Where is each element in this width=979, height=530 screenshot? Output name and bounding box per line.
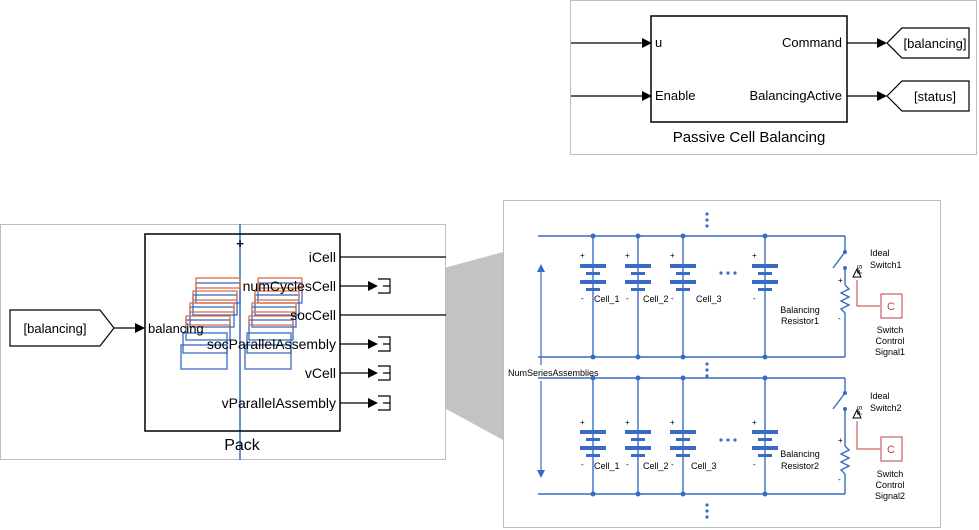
svg-text:PS: PS	[857, 405, 864, 415]
signal1-block[interactable]	[880, 293, 903, 319]
svg-text:+: +	[625, 418, 630, 427]
resistor1-label: Balancing	[780, 305, 820, 315]
block-title: Passive Cell Balancing	[673, 129, 826, 146]
terminator-numcycles[interactable]	[340, 278, 391, 294]
from-balancing-label: [balancing]	[24, 321, 87, 336]
pack-title: Pack	[224, 437, 261, 454]
port-vcell-label: vCell	[305, 365, 336, 381]
pack-block[interactable]	[144, 233, 341, 432]
svg-text:-: -	[671, 294, 674, 303]
svg-text:+: +	[838, 276, 843, 285]
enable-arrow-icon	[642, 91, 652, 101]
svg-text:+: +	[625, 251, 630, 260]
svg-text:-: -	[753, 460, 756, 469]
signal2-glyph: C	[887, 444, 895, 456]
from-balancing-tag[interactable]	[9, 309, 115, 347]
passive-cell-balancing-block[interactable]	[650, 15, 848, 123]
resistor2-label: Resistor2	[781, 461, 819, 471]
dimension-label: NumSeriesAssemblies	[508, 368, 599, 378]
svg-text:+: +	[670, 418, 675, 427]
ps-arrow-icon	[852, 267, 862, 278]
svg-text:+: +	[752, 251, 757, 260]
svg-text:PS: PS	[857, 264, 864, 274]
signal1-label: Signal1	[875, 347, 905, 357]
switch1-label: Switch1	[870, 260, 902, 270]
svg-text:-: -	[626, 460, 629, 469]
signal1-glyph: C	[887, 301, 895, 313]
port-socparallelassembly-label: socParallelAssembly	[207, 336, 336, 352]
svg-text:+: +	[838, 436, 843, 445]
cell-label: Cell_3	[696, 294, 722, 304]
port-icell-label: iCell	[309, 249, 336, 265]
svg-text:-: -	[581, 460, 584, 469]
port-soccell-label: socCell	[290, 307, 336, 323]
ps-arrow-icon	[852, 408, 862, 419]
port-numcyclescell-label: numCyclesCell	[243, 278, 336, 294]
signal2-label: Control	[875, 480, 904, 490]
svg-text:-: -	[838, 314, 841, 323]
signal2-block[interactable]	[880, 436, 903, 462]
svg-text:-: -	[671, 460, 674, 469]
port-u-label: u	[655, 35, 662, 50]
port-balancing-label: balancing	[148, 321, 204, 336]
u-arrow-icon	[642, 38, 652, 48]
svg-text:-: -	[838, 475, 841, 484]
resistor2-label: Balancing	[780, 449, 820, 459]
port-command-label: Command	[782, 35, 842, 50]
goto-status-label: [status]	[914, 89, 956, 104]
cell-label: Cell_2	[643, 461, 669, 471]
cell-symbols-group2	[580, 430, 778, 457]
active-arrow-icon	[877, 91, 887, 101]
svg-text:-: -	[581, 294, 584, 303]
goto-status-tag[interactable]	[886, 80, 970, 112]
goto-balancing-label: [balancing]	[904, 36, 967, 51]
terminator-socparallel[interactable]	[340, 336, 391, 352]
battery-pack-icon	[180, 277, 303, 370]
terminator-vparallel[interactable]	[340, 395, 391, 411]
svg-text:+: +	[752, 418, 757, 427]
port-enable-label: Enable	[655, 88, 695, 103]
signal2-label: Switch	[877, 469, 904, 479]
signal2-label: Signal2	[875, 491, 905, 501]
switch1-label: Ideal	[870, 248, 890, 258]
svg-text:+: +	[580, 251, 585, 260]
switch2-label: Switch2	[870, 403, 902, 413]
signal1-label: Switch	[877, 325, 904, 335]
cell-label: Cell_2	[643, 294, 669, 304]
resistor1-label: Resistor1	[781, 316, 819, 326]
cell-label: Cell_1	[594, 461, 620, 471]
svg-text:+: +	[670, 251, 675, 260]
pack-plus-sign: +	[236, 236, 244, 251]
command-arrow-icon	[877, 38, 887, 48]
cell-label: Cell_1	[594, 294, 620, 304]
port-vparallelassembly-label: vParallelAssembly	[222, 395, 336, 411]
svg-text:-: -	[626, 294, 629, 303]
goto-balancing-tag[interactable]	[886, 27, 970, 59]
circuit-panel	[503, 200, 941, 528]
svg-text:+: +	[580, 418, 585, 427]
svg-text:-: -	[753, 294, 756, 303]
terminator-vcell[interactable]	[340, 365, 391, 381]
signal1-label: Control	[875, 336, 904, 346]
switch2-label: Ideal	[870, 391, 890, 401]
cell-label: Cell_3	[691, 461, 717, 471]
cell-symbols-group1	[580, 264, 778, 291]
port-balancingactive-label: BalancingActive	[750, 88, 843, 103]
ellipsis-dots	[705, 212, 737, 519]
balancing-input-arrow-icon	[135, 323, 145, 333]
